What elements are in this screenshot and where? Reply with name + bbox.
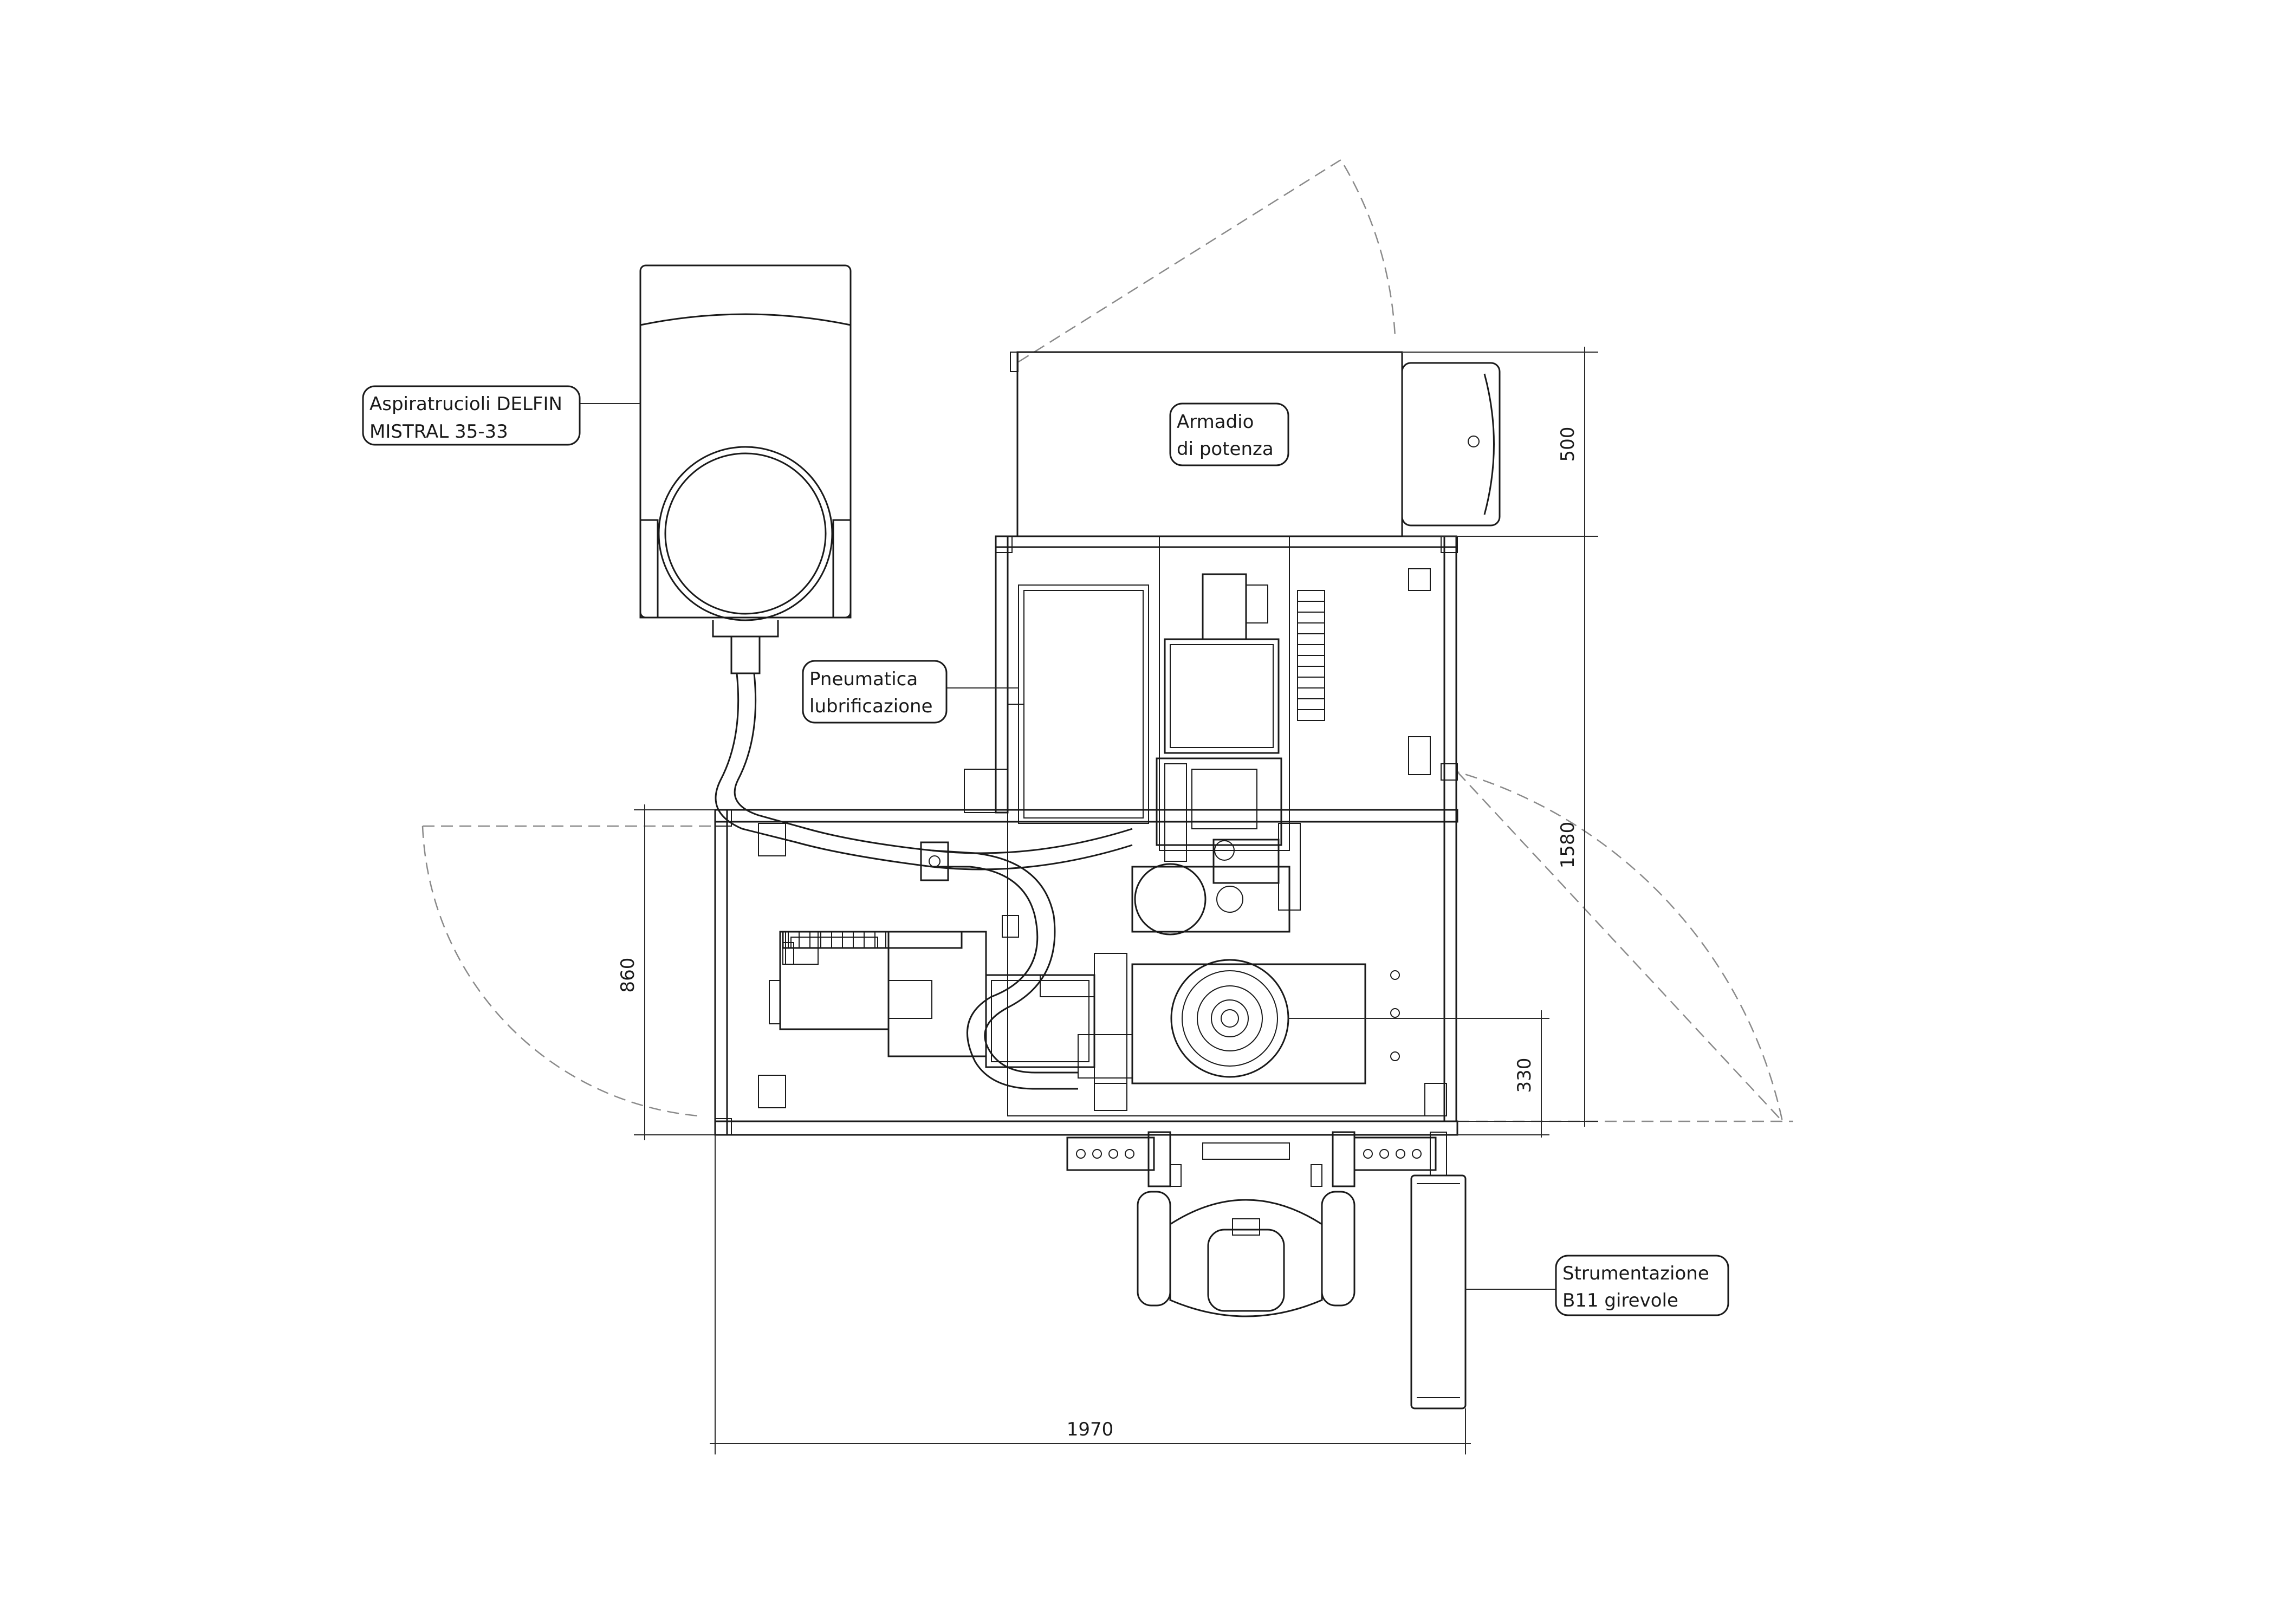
pneumatic-unit [1008, 590, 1144, 819]
label-aspiratrucioli: Aspiratrucioli DELFIN MISTRAL 35-33 [362, 385, 581, 446]
dim-1970: 1970 [1067, 1419, 1114, 1440]
label-strumentazione: Strumentazione B11 girevole [1555, 1255, 1729, 1316]
label-pneumatica: Pneumatica lubrificazione [802, 660, 948, 724]
axis-motor-assembly [769, 931, 1133, 1111]
label-aspiratrucioli-line2: MISTRAL 35-33 [369, 421, 508, 443]
spindle-head [1131, 573, 1325, 936]
instrument-cabinet [1410, 1083, 1558, 1409]
label-armadio: Armadio di potenza [1169, 402, 1289, 466]
label-pneumatica-line2: lubrificazione [809, 696, 933, 717]
label-strumentazione-line1: Strumentazione [1562, 1263, 1709, 1284]
operator-console [1066, 1131, 1437, 1317]
label-pneumatica-line1: Pneumatica [809, 668, 918, 690]
label-strumentazione-line2: B11 girevole [1562, 1290, 1678, 1311]
chip-extractor [639, 264, 932, 868]
dim-330: 330 [1514, 1058, 1535, 1093]
label-aspiratrucioli-line1: Aspiratrucioli DELFIN [369, 393, 562, 415]
label-armadio-line1: Armadio [1177, 411, 1254, 433]
rotary-table [1131, 959, 1549, 1084]
coolant-hose [920, 828, 1133, 1090]
door-swing-arcs [421, 159, 1793, 1124]
leader-lines [579, 403, 1019, 688]
machine-frame [714, 535, 1458, 1136]
dim-1580: 1580 [1557, 822, 1579, 869]
dim-500: 500 [1557, 427, 1579, 462]
label-armadio-line2: di potenza [1177, 438, 1274, 460]
dim-860: 860 [617, 958, 639, 993]
dimension-lines [634, 347, 1598, 1454]
